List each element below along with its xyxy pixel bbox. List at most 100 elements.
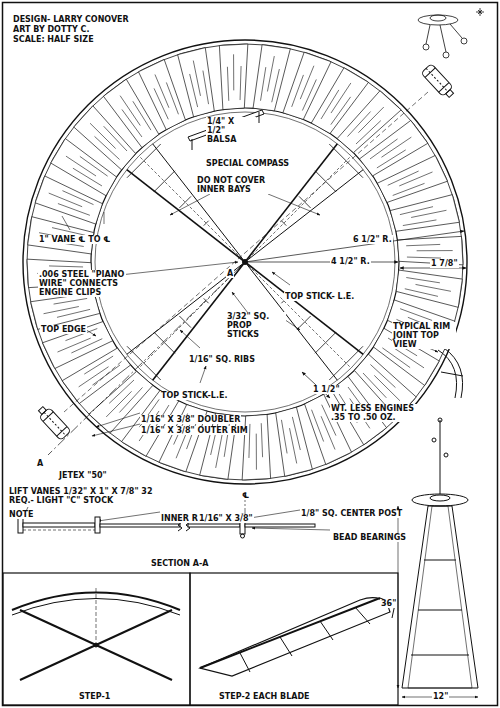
vane-grain — [302, 79, 316, 110]
label-holder: DO NOT COVER INNER BAYS — [196, 176, 286, 196]
blade-rib — [329, 346, 363, 380]
label-holder: 1/16" X 3/8" DOUBLER — [140, 408, 241, 426]
lift-vane — [396, 270, 462, 307]
special-compass — [188, 110, 264, 150]
plan-label: SCALE: HALF SIZE — [12, 35, 95, 44]
vane-grain — [272, 69, 280, 102]
plan-label: JETEX "50" — [58, 471, 108, 480]
lift-vane — [377, 155, 447, 202]
label-holder: TOP EDGE — [40, 318, 87, 336]
label-holder: TOP STICK- L.E. — [284, 285, 355, 303]
vane-grain — [377, 150, 406, 168]
plan-label: TYPICAL RIM JOINT TOP VIEW — [392, 322, 456, 349]
label-holder: A — [36, 452, 44, 470]
label-holder: LIFT VANES 1/32" X 1" X 7/8" 32 REQ.- LI… — [8, 487, 178, 507]
vane-grain — [382, 348, 410, 368]
vane-grain — [363, 373, 386, 398]
rim-joint-detail — [438, 348, 463, 398]
vane-grain — [227, 67, 228, 101]
vane-grain — [417, 250, 453, 251]
vane-grain — [233, 54, 234, 90]
label-holder: 1 1/2" — [312, 378, 341, 396]
vane-grain — [394, 348, 424, 368]
label-holder: 1/16" X 3/8" OUTER RIM — [140, 419, 249, 437]
vane-grain — [104, 126, 127, 151]
outer-rim — [23, 40, 467, 484]
vane-grain — [399, 172, 432, 186]
plan-label: 6 1/2" R. — [352, 235, 393, 244]
label-holder: 1 7/8" — [430, 252, 459, 270]
vane-grain — [381, 137, 411, 157]
vane-grain — [256, 434, 257, 470]
plan-label: TOP STICK- L.E. — [284, 292, 355, 301]
vane-grain — [57, 309, 90, 317]
blade-rib — [299, 196, 311, 208]
label-holder: TOP STICK-L.E. — [160, 384, 228, 402]
blade-rib — [179, 196, 191, 208]
label-holder: 1/8" SQ. CENTER POST — [300, 502, 403, 520]
plan-label: STEP-1 — [78, 692, 111, 701]
plan-label: SPECIAL COMPASS — [205, 159, 290, 168]
vane-grain — [403, 220, 437, 226]
prop-stick — [245, 262, 363, 354]
blade-rib — [329, 144, 363, 178]
vane-grain — [154, 88, 168, 119]
label-holder: TYPICAL RIM JOINT TOP VIEW — [392, 322, 456, 351]
step-2-blade — [200, 598, 395, 676]
vane-grain — [49, 266, 83, 267]
vane-grain — [90, 123, 116, 148]
plan-label: 36" — [380, 599, 397, 608]
plan-label: A — [226, 269, 234, 278]
plan-label: DESIGN- LARRY CONOVER — [12, 15, 130, 24]
label-holder: WT. LESS ENGINES .35 TO .50 OZ. — [330, 404, 430, 424]
vane-grain — [216, 433, 223, 468]
plan-label: STEP-2 EACH BLADE — [218, 692, 311, 701]
vane-grain — [66, 156, 96, 176]
vane-grain — [290, 428, 297, 463]
blade-center — [245, 156, 351, 262]
vane-grain — [58, 204, 90, 216]
vane-grain — [281, 420, 287, 454]
label-holder: 12" — [432, 685, 449, 703]
vane-grain — [106, 391, 131, 417]
blade-rib — [315, 332, 336, 353]
vane-grain — [249, 424, 250, 458]
plan-label: SECTION A-A — [150, 559, 210, 568]
vane-grain — [71, 339, 102, 353]
vane-grain — [240, 66, 241, 100]
rim-doubler — [27, 44, 463, 480]
vane-grain — [261, 67, 266, 101]
saucer-icon — [418, 8, 484, 58]
plan-label: ℄ — [241, 491, 250, 500]
jetex-engine — [36, 404, 71, 441]
jetex-engine — [421, 64, 456, 101]
vane-grain — [393, 183, 425, 195]
vane-grain — [331, 83, 351, 113]
vane-grain — [133, 101, 151, 130]
label-holder: 1" VANE ℄ TO ℄ — [38, 228, 111, 246]
plan-label: .006 STEEL "PIANO WIRE" CONNECTS ENGINE … — [38, 270, 126, 297]
vane-grain — [292, 75, 304, 107]
plan-label: 1/4" X 1/2" BALSA — [206, 117, 256, 144]
blade-rib — [179, 316, 191, 328]
lift-vane — [276, 407, 313, 476]
plan-label: WT. LESS ENGINES .35 TO .50 OZ. — [330, 404, 430, 422]
vane-grain — [261, 423, 262, 457]
plan-label: 1 7/8" — [430, 259, 459, 268]
vane-grain — [292, 417, 300, 450]
label-holder: .006 STEEL "PIANO WIRE" CONNECTS ENGINE … — [38, 270, 126, 299]
plan-label: 1 1/2" — [312, 385, 341, 394]
plan-label: BEAD BEARINGS — [332, 533, 407, 542]
lift-vane — [242, 414, 270, 480]
piano-wire — [64, 92, 428, 412]
plan-label: 1/8" SQ. CENTER POST — [300, 509, 403, 518]
plan-label: 1/16" SQ. RIBS — [188, 355, 256, 364]
label-holder: 1/16" X 3/8" — [198, 507, 254, 525]
lift-vane — [178, 48, 215, 117]
step-panel — [190, 573, 398, 705]
plan-label: DO NOT COVER INNER BAYS — [196, 176, 286, 194]
lift-vane — [219, 44, 247, 110]
rotor-ring — [23, 40, 467, 484]
